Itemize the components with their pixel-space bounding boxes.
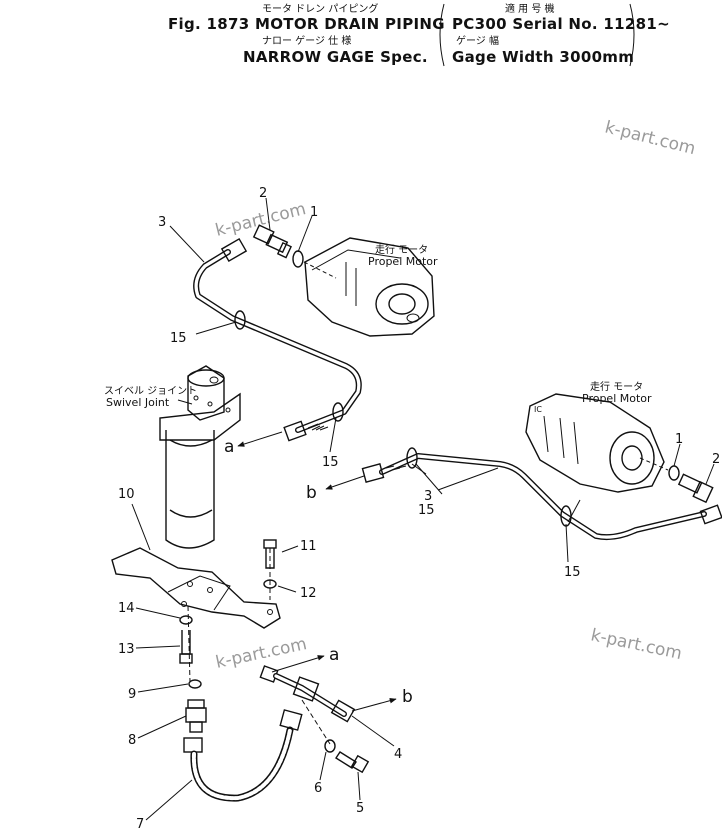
propel-motor-lower: IC (525, 393, 665, 493)
left-paren (439, 3, 445, 67)
arrow-a-lower (271, 655, 325, 673)
bolt-11 (263, 539, 277, 569)
callout-12: 12 (300, 586, 317, 601)
figure-title: Fig. 1873 MOTOR DRAIN PIPING (168, 15, 445, 33)
clamp (332, 402, 344, 422)
callout-11: 11 (300, 539, 317, 554)
callout-2-lower: 2 (712, 452, 720, 467)
elbow-fitting-upper (252, 224, 292, 259)
callout-7: 7 (136, 817, 144, 829)
title-jp-line1: モータ ドレン パイピング (262, 2, 378, 15)
propel-motor-lower-jp: 走行 モータ (590, 380, 643, 393)
propel-motor-lower-label: Propel Motor (582, 392, 652, 405)
bolt-13 (179, 630, 193, 664)
spec-title: NARROW GAGE Spec. (243, 48, 428, 66)
callout-15-upper-right: 15 (322, 455, 339, 470)
callout-1-lower: 1 (675, 432, 683, 447)
block-tee (259, 665, 356, 745)
gage-width-jp: ゲージ 幅 (456, 34, 499, 47)
washer-12 (263, 579, 277, 589)
callout-3-upper: 3 (158, 215, 166, 230)
propel-motor-upper-label: Propel Motor (368, 255, 438, 268)
callout-15-upper-left: 15 (170, 331, 187, 346)
callout-4: 4 (394, 747, 402, 762)
swivel-joint-jp: スイベル ジョイント (104, 385, 197, 397)
elbow-fitting-lower (677, 473, 714, 504)
callout-10: 10 (118, 487, 135, 502)
bracket (111, 547, 281, 683)
washer-14 (179, 615, 193, 625)
callout-1-upper: 1 (310, 205, 318, 220)
connector-a-lower: a (329, 645, 339, 665)
callout-3-lower: 3 (424, 489, 432, 504)
clamp (406, 447, 418, 469)
callout-14: 14 (118, 601, 135, 616)
callout-15-lower-right: 15 (564, 565, 581, 580)
serial-jp: 適 用 号 機 (505, 2, 555, 15)
arrow-b-lower (351, 697, 397, 712)
callout-leaders (131, 197, 715, 821)
o-ring-9 (188, 679, 202, 689)
bolt-5 (335, 751, 370, 774)
callout-15-lower-left: 15 (418, 503, 435, 518)
right-paren (629, 3, 635, 67)
propel-motor-upper (303, 237, 435, 337)
hose-7 (183, 709, 303, 802)
callout-6: 6 (314, 781, 322, 796)
callout-8: 8 (128, 733, 136, 748)
gage-width: Gage Width 3000mm (452, 48, 634, 66)
swivel-joint (159, 365, 241, 549)
swivel-joint-label: Swivel Joint (106, 396, 170, 409)
pipe-upper (193, 237, 362, 442)
watermark: k-part.com (589, 625, 684, 664)
watermark: k-part.com (603, 117, 698, 159)
serial-number: PC300 Serial No. 11281~ (452, 15, 670, 33)
connector-b-upper: b (306, 483, 317, 503)
clamp (234, 310, 246, 330)
o-ring-lower (668, 465, 680, 481)
connector-a-upper: a (224, 437, 234, 457)
title-block: モータ ドレン パイピング Fig. 1873 MOTOR DRAIN PIPI… (168, 2, 670, 67)
callout-5: 5 (356, 801, 364, 816)
callout-2-upper: 2 (259, 186, 267, 201)
washer-6 (324, 739, 336, 753)
propel-motor-upper-jp: 走行 モータ (375, 243, 428, 256)
connector-b-lower: b (402, 687, 413, 707)
title-jp-line2: ナロー ゲージ 仕 様 (262, 34, 351, 47)
o-ring-upper (292, 250, 304, 268)
watermark: k-part.com (213, 199, 308, 241)
callout-13: 13 (118, 642, 135, 657)
arrow-b-upper (325, 475, 365, 490)
svg-text:IC: IC (534, 405, 542, 414)
arrow-a-upper (237, 431, 283, 447)
adapter-8 (185, 699, 207, 733)
callout-9: 9 (128, 687, 136, 702)
watermark: k-part.com (214, 634, 309, 673)
